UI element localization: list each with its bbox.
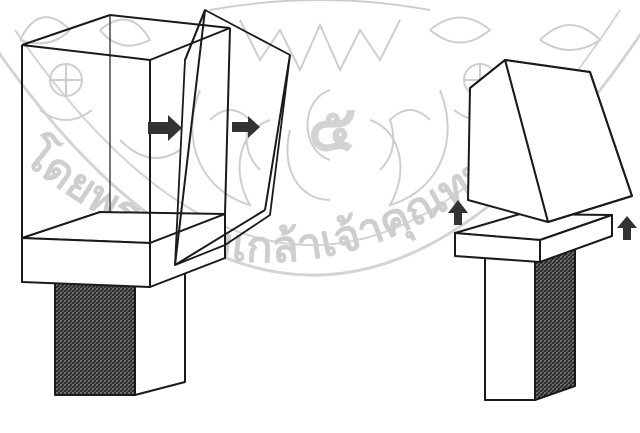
right-display-case-figure xyxy=(448,60,637,400)
right-glass-case-icon xyxy=(468,60,632,222)
right-case-base-icon xyxy=(455,214,612,262)
right-pedestal-icon xyxy=(485,240,575,400)
left-case-base-icon xyxy=(22,212,225,287)
slide-right-arrow-icon xyxy=(148,115,260,141)
watermark-numeral: ๕ xyxy=(308,92,356,166)
